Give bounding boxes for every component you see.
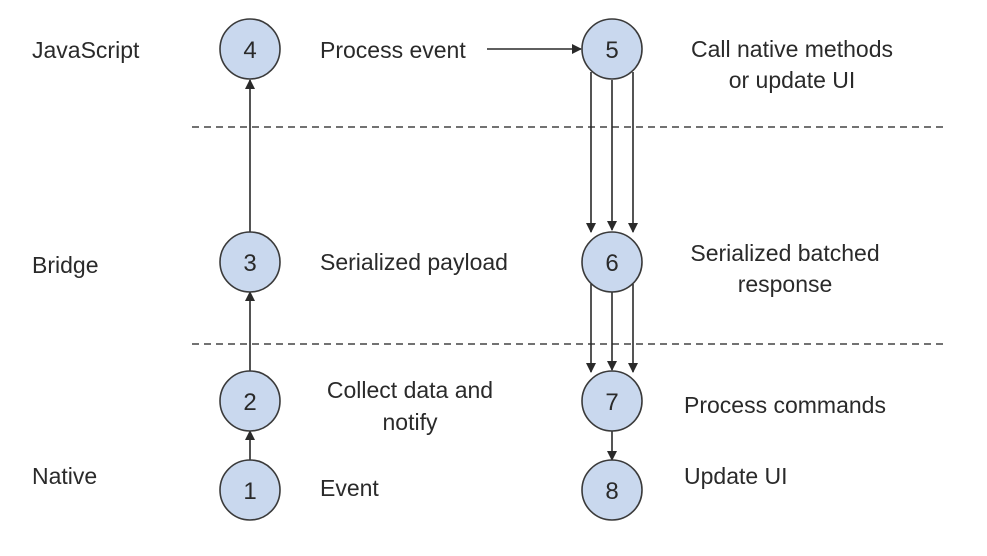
node-4-number: 4: [243, 37, 256, 64]
step-label-process-commands: Process commands: [684, 392, 886, 418]
node-3-number: 3: [243, 250, 256, 277]
step-label-update-ui: Update UI: [684, 463, 788, 489]
step-label-call-native-line-1: Call native methods: [691, 36, 893, 62]
layer-label-bridge: Bridge: [32, 252, 98, 278]
node-8: 8: [581, 459, 643, 521]
node-1-number: 1: [243, 478, 256, 505]
layer-label-native: Native: [32, 463, 97, 489]
node-1: 1: [219, 459, 281, 521]
node-5: 5: [581, 18, 643, 80]
node-3: 3: [219, 231, 281, 293]
step-label-event: Event: [320, 475, 379, 501]
step-label-serialized-payload: Serialized payload: [320, 249, 508, 275]
layer-label-javascript: JavaScript: [32, 37, 140, 63]
node-8-number: 8: [605, 478, 618, 505]
node-5-number: 5: [605, 37, 618, 64]
step-label-serialized-batched-line-1: Serialized batched: [690, 240, 879, 266]
step-label-collect-line-1: Collect data and: [327, 377, 493, 403]
node-6: 6: [581, 231, 643, 293]
node-2-number: 2: [243, 389, 256, 416]
step-label-collect-line-2: notify: [383, 409, 438, 435]
node-7-number: 7: [605, 389, 618, 416]
step-label-process-event: Process event: [320, 37, 466, 63]
node-2: 2: [219, 370, 281, 432]
node-6-number: 6: [605, 250, 618, 277]
node-7: 7: [581, 370, 643, 432]
node-4: 4: [219, 18, 281, 80]
step-label-call-native-line-2: or update UI: [729, 67, 856, 93]
step-label-serialized-batched-line-2: response: [738, 271, 833, 297]
